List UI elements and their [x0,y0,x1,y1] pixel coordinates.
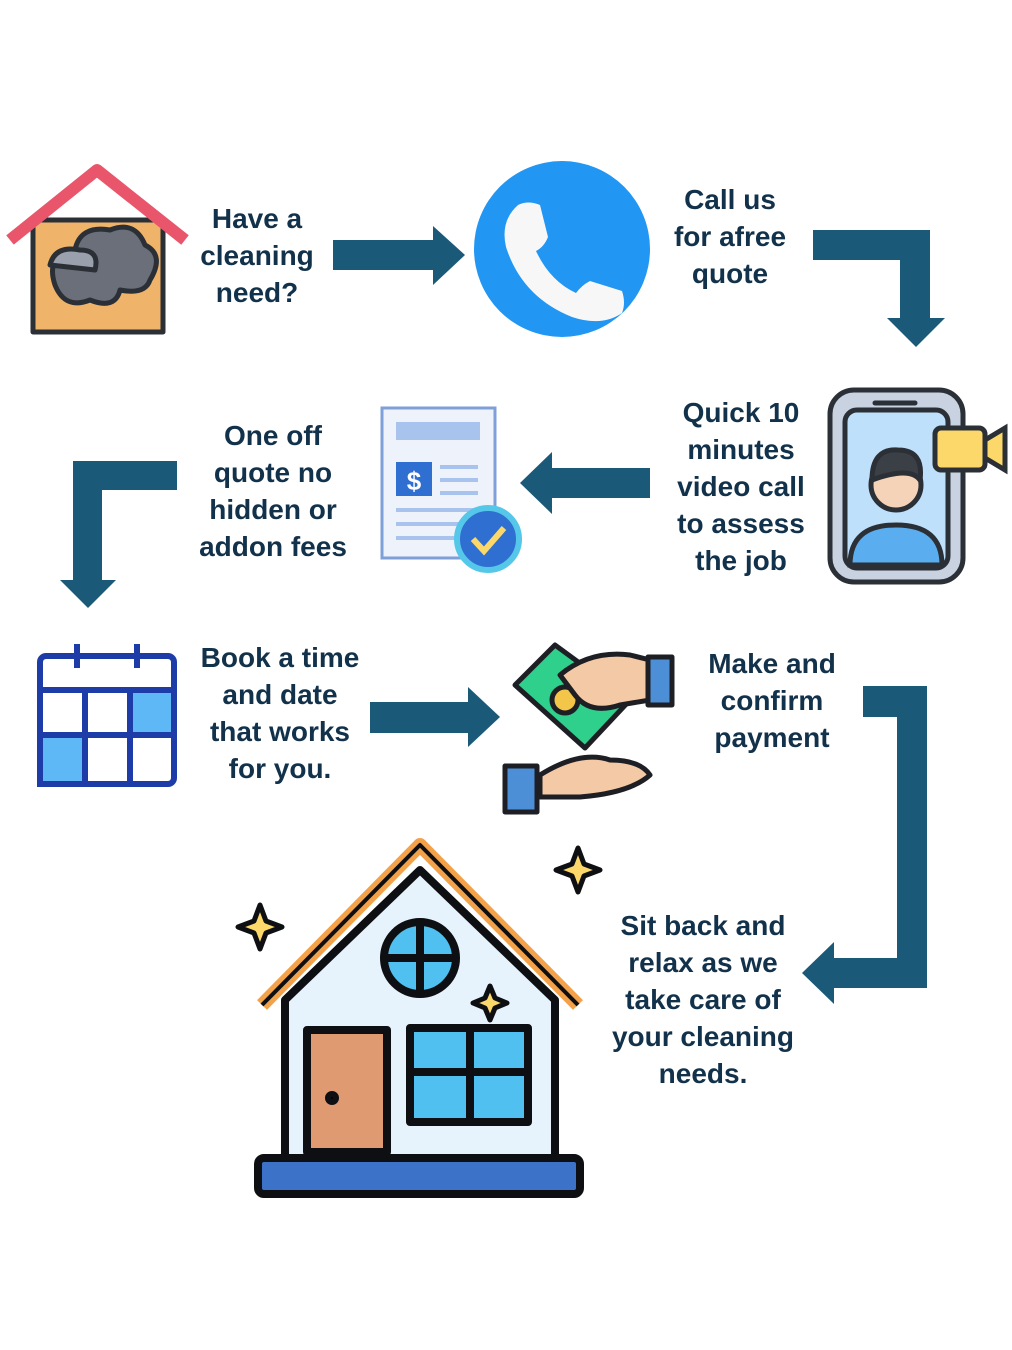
step-1-text: Have a cleaning need? [200,200,314,311]
sparkle-icon [235,845,603,1023]
svg-text:$: $ [407,466,422,496]
text-line: confirm [720,685,824,716]
text-line: needs. [658,1058,748,1089]
arrow-right-1 [333,226,465,285]
text-line: to assess [677,508,805,539]
payment-icon [502,642,675,815]
step-5-text: Book a time and date that works for you. [201,639,360,787]
text-line: take care of [625,984,781,1015]
text-line: One off [224,420,322,451]
text-line: for you. [228,753,332,784]
text-line: quote [691,258,769,289]
arrow-bracket-left [802,686,927,1004]
text-line: minutes [687,434,795,465]
dirty-house-icon [6,164,189,335]
step-7-text: Sit back and relax as we take care of yo… [612,907,794,1092]
quote-document-icon: $ [380,406,522,573]
text-line: and date [222,679,338,710]
text-line: need? [215,277,299,308]
video-call-icon [827,387,1008,585]
text-line: hidden or [209,494,337,525]
calendar-icon [37,644,177,787]
text-line: cleaning [200,240,314,271]
step-4-text: One off quote no hidden or addon fees [199,417,347,565]
text-line: that works [209,716,351,747]
text-line: payment [714,722,830,753]
text-line: Call us [684,184,776,215]
text-line: for afree [673,221,787,252]
text-line: the job [695,545,787,576]
text-line: Have a [211,203,303,234]
text-line: addon fees [199,531,347,562]
arrow-left-1 [520,452,650,514]
arrow-right-2 [370,687,500,747]
text-line: relax as we [628,947,778,978]
text-line: video call [677,471,805,502]
step-2-text: Call us for afree quote [674,181,786,292]
text-line: Book a time [200,642,360,673]
phone-icon [474,161,650,337]
arrow-elbow-down-2 [60,461,177,608]
text-line: Quick 10 [682,397,800,428]
arrow-elbow-down-1 [813,230,945,347]
text-line: quote no [213,457,333,488]
step-6-text: Make and confirm payment [708,645,836,756]
clean-house-icon [235,838,603,1198]
text-line: your cleaning [611,1021,795,1052]
text-line: Make and [708,648,836,679]
step-3-text: Quick 10 minutes video call to assess th… [677,394,805,579]
text-line: Sit back and [620,910,786,941]
